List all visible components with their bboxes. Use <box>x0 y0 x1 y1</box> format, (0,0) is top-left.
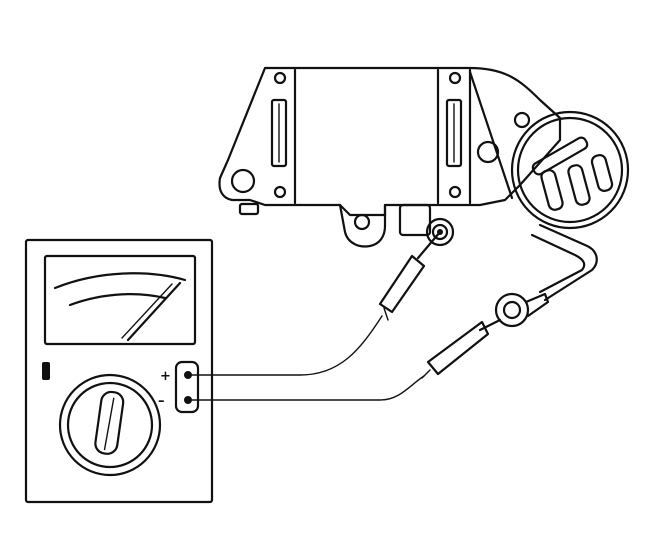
bottom-right-screw <box>448 185 462 199</box>
positive-terminal-label: + <box>160 369 171 384</box>
connector-blade-right <box>590 154 614 192</box>
ring-terminal-neck <box>524 292 550 318</box>
connector-round-head <box>510 110 630 230</box>
ground-lead-wire <box>494 223 598 328</box>
terminal-block <box>398 203 432 237</box>
inner-scale-arc <box>68 293 167 307</box>
bottom-left-screw <box>273 185 287 199</box>
range-selector-dial <box>58 373 162 477</box>
bevel-edge <box>468 70 514 200</box>
b-terminal-stud-outer <box>425 217 455 247</box>
regulator-housing <box>218 66 562 217</box>
b-terminal-stud-inner <box>431 223 449 241</box>
connector-blade-left <box>540 169 564 211</box>
outer-scale-arc <box>53 272 187 290</box>
test-jack-panel <box>174 360 200 414</box>
voltage-regulator <box>218 66 630 248</box>
connector-inner-ring <box>516 116 624 224</box>
bottom-tab-hole <box>353 213 371 231</box>
negative-probe-tip <box>478 318 502 332</box>
ring-terminal-outer <box>494 292 530 328</box>
meter-needle-shadow <box>121 283 173 339</box>
negative-probe <box>421 318 502 379</box>
positive-probe-tip <box>416 230 442 260</box>
negative-jack <box>184 396 192 404</box>
ring-terminal-inner <box>502 300 522 320</box>
positive-test-lead <box>189 315 383 376</box>
meter-needle <box>126 281 182 342</box>
analog-display-window <box>43 254 197 346</box>
negative-probe-handle <box>426 320 490 376</box>
ground-wire-outer <box>538 223 598 302</box>
left-slot <box>270 98 288 168</box>
range-selector-inner <box>66 381 154 469</box>
negative-test-lead <box>189 375 425 401</box>
positive-probe-handle <box>378 254 426 314</box>
top-right-screw <box>448 71 462 85</box>
negative-terminal-label: – <box>158 394 165 409</box>
positive-jack <box>184 371 192 379</box>
range-selector-knob <box>94 390 125 455</box>
right-slot <box>445 98 463 168</box>
battery-indicator <box>42 362 50 380</box>
multimeter: + – <box>24 238 214 504</box>
left-mounting-hole <box>230 168 256 194</box>
positive-probe-tail <box>383 307 389 321</box>
upper-side-hole <box>513 111 531 129</box>
top-left-screw <box>273 71 287 85</box>
multimeter-body <box>24 238 214 504</box>
ground-wire-inner <box>530 233 586 294</box>
lower-left-foot <box>238 202 260 216</box>
bottom-tab <box>338 203 387 248</box>
right-side-hole <box>476 140 500 164</box>
connector-blade-top <box>531 136 589 176</box>
positive-probe <box>378 230 442 321</box>
range-selector-pointer <box>103 397 115 451</box>
connector-blade-mid <box>567 164 591 206</box>
